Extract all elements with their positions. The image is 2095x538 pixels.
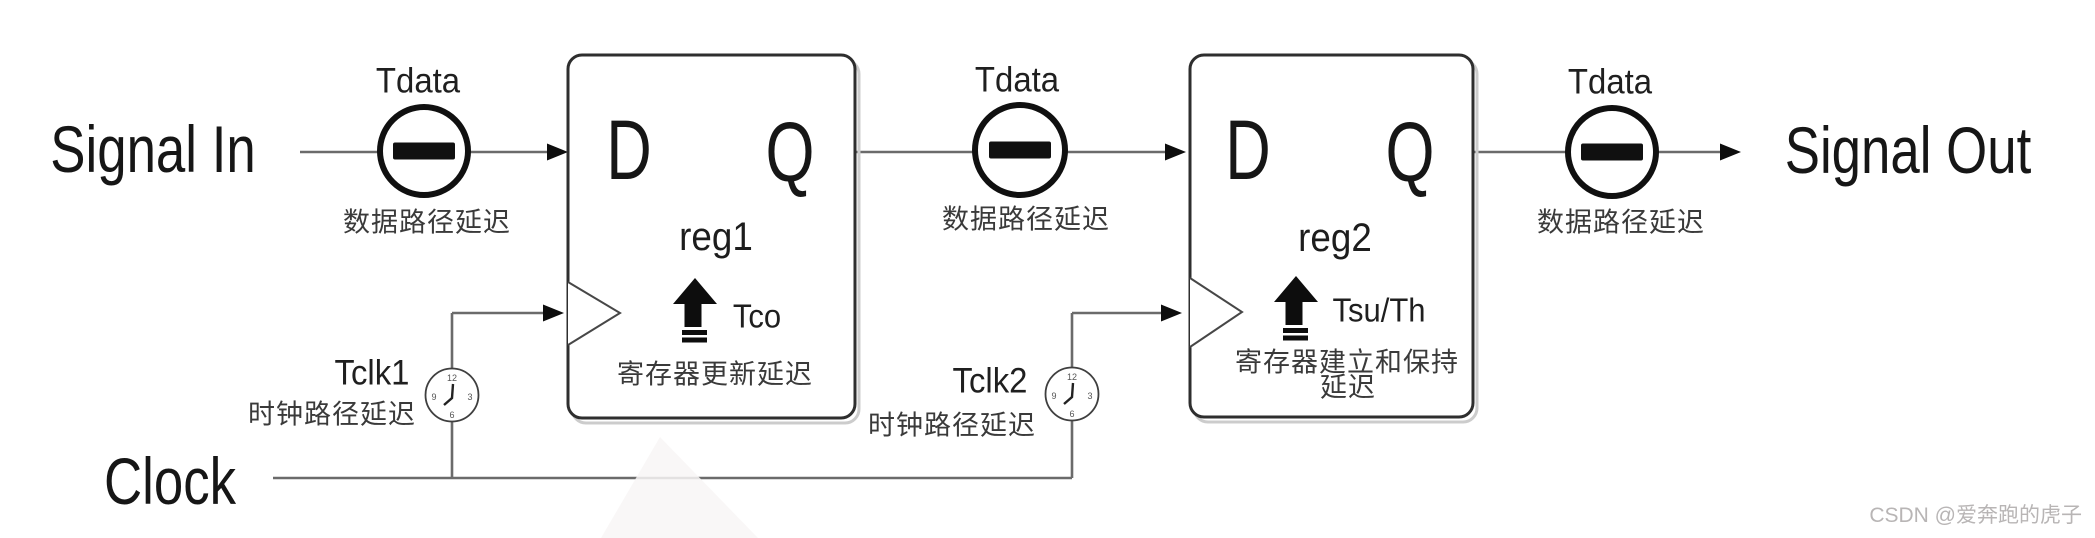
tdata3-label: Tdata <box>1567 62 1653 102</box>
reg2-name: reg2 <box>1298 216 1372 260</box>
arrow-into-reg1-d <box>547 143 568 161</box>
reg2-delay-desc-line2: 延迟 <box>1320 372 1376 403</box>
tdata2-desc: 数据路径延迟 <box>942 204 1110 235</box>
timing-arrow-icons <box>673 276 1318 343</box>
signal-out-label: Signal Out <box>1784 113 2032 187</box>
reg2-d-port: D <box>1225 103 1271 197</box>
tco-up-arrow-icon <box>673 278 717 343</box>
tdata2-label: Tdata <box>974 60 1060 100</box>
tclk1-desc: 时钟路径延迟 <box>248 399 416 430</box>
tdata1-desc: 数据路径延迟 <box>343 207 511 238</box>
clock2-9: 9 <box>1051 391 1056 401</box>
reg2-delay-desc-line1: 寄存器建立和保持 <box>1235 347 1459 378</box>
clock1-3: 3 <box>467 392 472 402</box>
reg1-box <box>566 53 857 420</box>
tdata3-desc: 数据路径延迟 <box>1537 207 1705 238</box>
clock2-3: 3 <box>1087 391 1092 401</box>
reg2-timing-label: Tsu/Th <box>1332 291 1426 329</box>
signal-in-label: Signal In <box>50 112 256 186</box>
clock-icon-2: 12 3 6 9 <box>1044 366 1100 422</box>
arrow-into-reg2-clk <box>1161 304 1182 322</box>
tdata1-label: Tdata <box>375 61 461 101</box>
reg2-clock-input-triangle-icon <box>1189 277 1244 348</box>
clock1-9: 9 <box>431 392 436 402</box>
csdn-watermark: CSDN @爱奔跑的虎子 <box>1869 504 2082 527</box>
data-delay-icon-1 <box>377 104 471 198</box>
clock-label: Clock <box>103 444 237 518</box>
arrow-into-signal-out <box>1720 143 1741 161</box>
clock2-12: 12 <box>1067 372 1077 382</box>
reg2-q-port: Q <box>1385 105 1435 199</box>
clock2-6: 6 <box>1069 409 1074 419</box>
tsu-th-up-arrow-icon <box>1274 276 1318 341</box>
clock-delay-icons: 12 3 6 9 12 3 6 9 <box>424 366 1100 423</box>
data-delay-icon-2 <box>972 102 1068 198</box>
clock1-6: 6 <box>449 410 454 420</box>
reg1-delay-desc: 寄存器更新延迟 <box>617 359 813 390</box>
reg1-q-port: Q <box>765 105 815 199</box>
tclk1-label: Tclk1 <box>334 353 410 393</box>
clock1-12: 12 <box>447 373 457 383</box>
data-delay-icon-3 <box>1565 105 1659 199</box>
clock-icon-1: 12 3 6 9 <box>424 367 480 423</box>
reg1-clock-input-triangle-icon <box>567 281 622 346</box>
reg1-d-port: D <box>606 103 652 197</box>
clock1-hands <box>443 383 455 406</box>
reg2-box <box>1188 53 1475 419</box>
clock2-hands <box>1063 382 1075 405</box>
data-delay-symbols <box>377 102 1659 199</box>
arrowheads <box>543 143 1741 322</box>
tclk2-label: Tclk2 <box>952 361 1028 401</box>
reg1-name: reg1 <box>679 215 753 259</box>
register-boxes <box>566 53 1479 425</box>
tclk2-desc: 时钟路径延迟 <box>868 410 1036 441</box>
arrow-into-reg1-clk <box>543 304 564 322</box>
faint-triangle-watermark <box>601 437 758 538</box>
reg1-timing-label: Tco <box>732 297 782 335</box>
arrow-into-reg2-d <box>1165 143 1186 161</box>
